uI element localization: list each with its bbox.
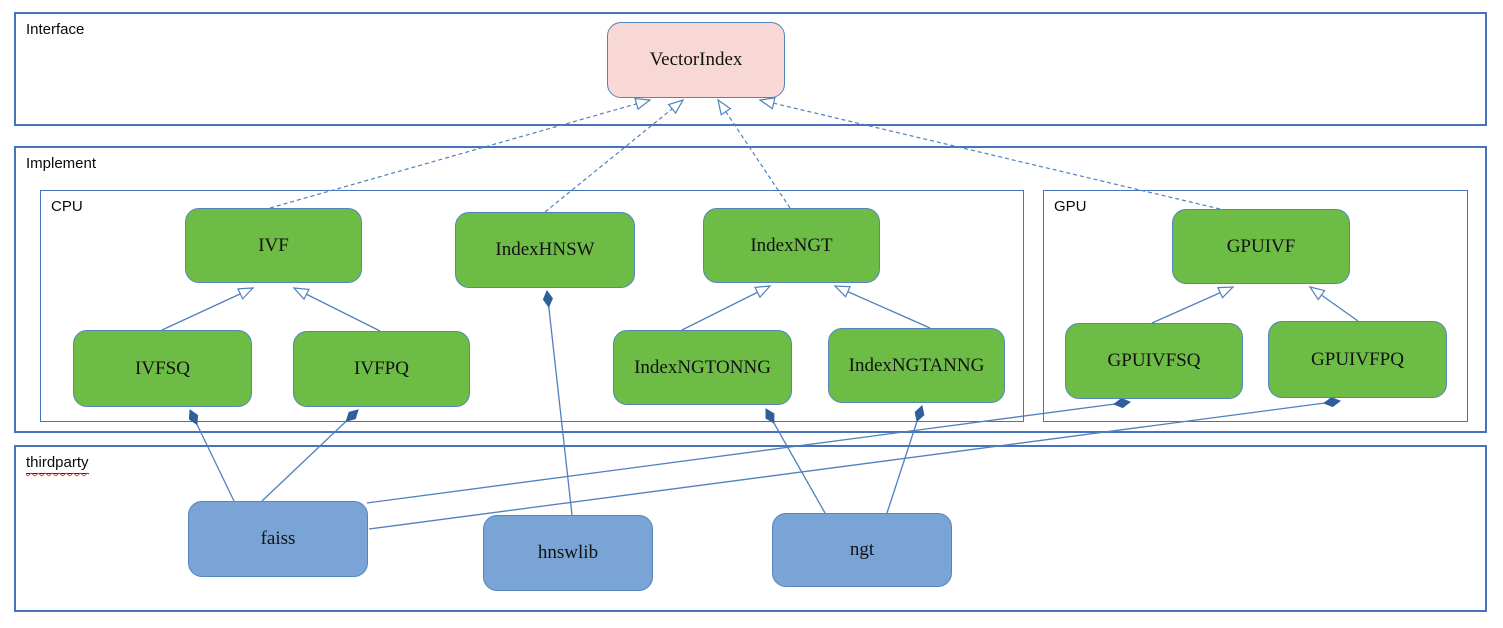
node-gpuivfpq: GPUIVFPQ <box>1268 321 1447 398</box>
edge-gpuivfsq-gpuivf <box>1151 286 1235 324</box>
edge-ivfsq-faiss <box>188 409 235 502</box>
node-ivfsq: IVFSQ <box>73 330 252 407</box>
node-label: GPUIVFSQ <box>1107 350 1201 371</box>
edge-indexngtonng-indexngt <box>681 285 772 331</box>
thirdparty-group-label: thirdparty <box>26 454 89 474</box>
node-label: IVF <box>258 234 289 256</box>
implement-group-label: Implement <box>26 155 97 172</box>
gpu-group-box: GPU <box>1043 190 1468 422</box>
node-label: IndexNGTANNG <box>848 354 985 376</box>
node-label: hnswlib <box>537 542 599 563</box>
node-label: IndexHNSW <box>495 239 595 260</box>
thirdparty-group-box: thirdparty <box>14 445 1487 612</box>
node-vectorindex: VectorIndex <box>607 22 785 98</box>
edge-ivfpq-faiss <box>261 409 359 502</box>
node-hnswlib: hnswlib <box>483 515 653 591</box>
node-gpuivf: GPUIVF <box>1172 209 1350 284</box>
gpu-group-label: GPU <box>1054 198 1087 215</box>
edge-gpuivfpq-faiss <box>368 397 1342 530</box>
node-indexngt: IndexNGT <box>703 208 880 283</box>
node-ngt: ngt <box>772 513 952 587</box>
node-label: GPUIVFPQ <box>1311 348 1404 370</box>
node-label: IndexNGT <box>750 234 833 256</box>
edge-ivf-vectorindex <box>269 97 652 209</box>
node-indexhnsw: IndexHNSW <box>455 212 635 288</box>
node-label: ngt <box>849 539 875 560</box>
edge-indexngt-vectorindex <box>717 98 791 209</box>
edge-indexhnsw-hnswlib <box>542 289 573 516</box>
edge-indexngtanng-ngt <box>886 405 925 514</box>
node-indexngtanng: IndexNGTANNG <box>828 328 1005 403</box>
node-label: GPUIVF <box>1226 235 1296 257</box>
node-label: IndexNGTONNG <box>634 356 771 378</box>
implement-group-box: Implement <box>14 146 1487 433</box>
edge-gpuivf-vectorindex <box>758 97 1221 210</box>
edge-indexhnsw-vectorindex <box>544 98 685 213</box>
node-label: faiss <box>260 528 296 549</box>
edge-indexngtanng-indexngt <box>833 285 931 329</box>
edge-ivfsq-ivf <box>161 287 255 331</box>
node-ivfpq: IVFPQ <box>293 331 470 407</box>
cpu-group-box: CPU <box>40 190 1024 422</box>
node-ivf: IVF <box>185 208 362 283</box>
edge-gpuivfsq-faiss <box>366 398 1132 504</box>
node-indexngtonng: IndexNGTONNG <box>613 330 792 405</box>
interface-group-box: Interface <box>14 12 1487 126</box>
node-label: IVFSQ <box>135 357 190 379</box>
node-label: VectorIndex <box>649 49 743 70</box>
node-faiss: faiss <box>188 501 368 577</box>
node-gpuivfsq: GPUIVFSQ <box>1065 323 1243 399</box>
cpu-group-label: CPU <box>51 198 83 215</box>
edge-ivfpq-ivf <box>292 287 381 332</box>
edge-gpuivfpq-gpuivf <box>1308 286 1359 322</box>
interface-group-label: Interface <box>26 21 85 38</box>
edge-indexngtonng-ngt <box>765 408 826 514</box>
node-label: IVFPQ <box>354 358 409 379</box>
